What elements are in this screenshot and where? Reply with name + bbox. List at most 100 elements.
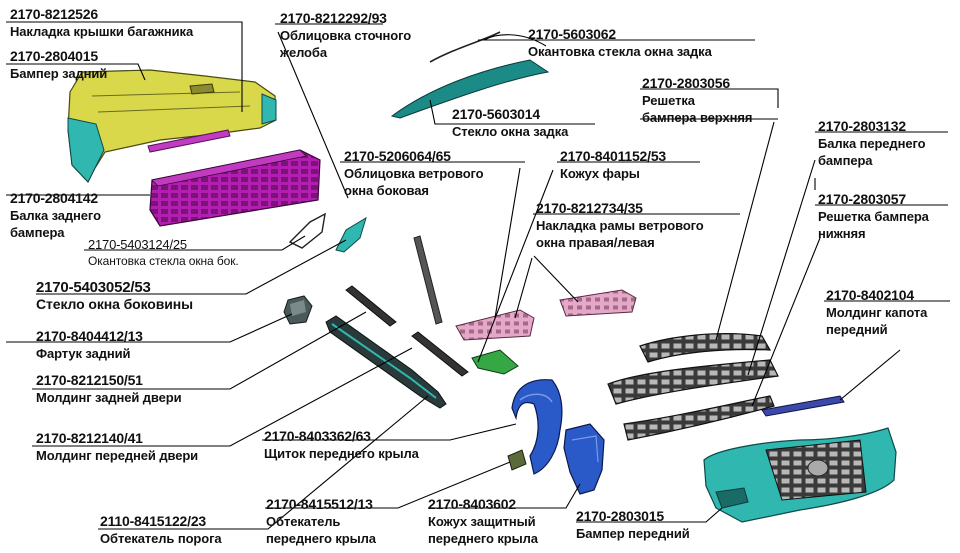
- label-rear-bumper: 2170-2804015 Бампер задний: [10, 48, 107, 82]
- label-front-bumper-beam: 2170-2803132 Балка переднего бампера: [818, 118, 926, 169]
- headlamp-cover-shape: [471, 349, 519, 375]
- part-number: 2170-8404412/13: [36, 328, 143, 344]
- label-front-door-molding: 2170-8212140/41 Молдинг передней двери: [36, 430, 198, 464]
- part-number: 2170-5403052/53: [36, 279, 151, 296]
- part-number: 2170-2803132: [818, 118, 906, 134]
- upper-bumper-grille-shape: [639, 333, 772, 363]
- label-front-bumper: 2170-2803015 Бампер передний: [576, 508, 690, 542]
- part-name-line-1: Балка переднего: [818, 136, 926, 151]
- rear-bumper-shape: [67, 69, 277, 184]
- part-name: Стекло окна боковины: [36, 296, 193, 312]
- rear-bumper-beam-shape: [149, 149, 321, 227]
- part-number: 2170-2804015: [10, 48, 98, 64]
- part-name-line-1: Балка заднего: [10, 208, 101, 223]
- leader-lines: [6, 21, 950, 530]
- part-name: Обтекатель порога: [100, 531, 222, 546]
- label-windshield-frame-trim: 2170-8212734/35 Накладка рамы ветрового …: [536, 200, 704, 251]
- label-lower-bumper-grille: 2170-2803057 Решетка бампера нижняя: [818, 191, 929, 242]
- label-rear-door-molding: 2170-8212150/51 Молдинг задней двери: [36, 372, 182, 406]
- part-number: 2170-5603014: [452, 106, 540, 122]
- part-name: Окантовка стекла окна бок.: [88, 254, 239, 268]
- label-front-fender-fairing: 2170-8415512/13 Обтекатель переднего кры…: [266, 496, 376, 547]
- part-name: Бампер задний: [10, 66, 108, 81]
- part-number: 2170-5603062: [528, 26, 616, 42]
- front-bumper-beam-shape: [607, 359, 779, 405]
- label-front-fender-shield: 2170-8403362/63 Щиток переднего крыла: [264, 428, 419, 462]
- part-name-line-1: Решетка бампера: [818, 209, 929, 224]
- label-drain-gutter-trim: 2170-8212292/93 Облицовка сточного желоб…: [280, 10, 411, 61]
- part-number: 2170-8401152/53: [560, 148, 666, 164]
- part-name: Молдинг передней двери: [36, 448, 199, 463]
- part-number: 2110-8415122/23: [100, 513, 206, 529]
- part-name-line-2: бампера: [818, 153, 873, 168]
- label-trunk-lid-trim: 2170-8212526 Накладка крышки багажника: [10, 6, 193, 40]
- part-number: 2170-8212526: [10, 6, 98, 22]
- front-fender-shield-shape: [511, 379, 563, 475]
- drain-gutter-trim-shape: [429, 31, 501, 63]
- part-name: Щиток переднего крыла: [264, 446, 419, 461]
- part-number: 2170-2803057: [818, 191, 906, 207]
- part-number: 2170-8212140/41: [36, 430, 143, 446]
- windshield-frame-trim-right-shape: [455, 309, 535, 341]
- part-number: 2170-8212150/51: [36, 372, 143, 388]
- label-headlamp-cover: 2170-8401152/53 Кожух фары: [560, 148, 666, 182]
- label-hood-molding: 2170-8402104 Молдинг капота передний: [826, 287, 927, 338]
- part-number: 2170-2804142: [10, 190, 98, 206]
- part-name-line-2: окна боковая: [344, 183, 429, 198]
- part-name-line-2: бампера верхняя: [642, 110, 753, 125]
- label-rear-mudflap: 2170-8404412/13 Фартук задний: [36, 328, 143, 362]
- label-sill-fairing: 2110-8415122/23 Обтекатель порога: [100, 513, 222, 547]
- part-number: 2170-8403602: [428, 496, 516, 512]
- windshield-frame-trim-left-shape: [559, 289, 637, 317]
- part-number: 2170-8402104: [826, 287, 914, 303]
- part-name-line-2: бампера: [10, 225, 65, 240]
- part-name-line-1: Кожух защитный: [428, 514, 536, 529]
- part-name-line-2: желоба: [280, 45, 327, 60]
- part-number: 2170-5403124/25: [88, 237, 187, 252]
- front-fender-guard-shape: [563, 423, 605, 495]
- part-number: 2170-8415512/13: [266, 496, 373, 512]
- part-name-line-1: Облицовка ветрового: [344, 166, 484, 181]
- part-name: Фартук задний: [36, 346, 131, 361]
- part-number: 2170-2803015: [576, 508, 664, 524]
- label-rear-window-glass: 2170-5603014 Стекло окна задка: [452, 106, 568, 140]
- part-name: Бампер передний: [576, 526, 690, 541]
- side-window-edging-shape: [288, 212, 326, 249]
- front-fender-fairing-shape: [507, 449, 527, 471]
- part-name-line-2: переднего крыла: [266, 531, 376, 546]
- part-name-line-1: Накладка рамы ветрового: [536, 218, 704, 233]
- part-name: Окантовка стекла окна задка: [528, 44, 712, 59]
- part-name-line-2: нижняя: [818, 226, 866, 241]
- rear-mudflap-shape: [283, 295, 313, 325]
- part-name-line-1: Молдинг капота: [826, 305, 928, 320]
- label-side-vent-window-trim: 2170-5206064/65 Облицовка ветрового окна…: [344, 148, 484, 199]
- label-upper-bumper-grille: 2170-2803056 Решетка бампера верхняя: [642, 75, 752, 126]
- label-front-fender-guard: 2170-8403602 Кожух защитный переднего кр…: [428, 496, 538, 547]
- side-vent-window-trim-shape: [413, 235, 443, 325]
- label-side-window-edging: 2170-5403124/25 Окантовка стекла окна бо…: [88, 236, 239, 270]
- part-name-line-2: передний: [826, 322, 888, 337]
- part-name: Кожух фары: [560, 166, 640, 181]
- part-name-line-1: Обтекатель: [266, 514, 341, 529]
- part-name-line-1: Облицовка сточного: [280, 28, 412, 43]
- rear-door-molding-shape: [345, 285, 397, 327]
- part-name: Молдинг задней двери: [36, 390, 182, 405]
- part-number: 2170-8212292/93: [280, 10, 387, 26]
- hood-molding-shape: [761, 395, 845, 417]
- part-number: 2170-2803056: [642, 75, 730, 91]
- part-name: Стекло окна задка: [452, 124, 569, 139]
- front-door-molding-shape: [411, 331, 469, 377]
- part-name-line-2: переднего крыла: [428, 531, 538, 546]
- part-number: 2170-5206064/65: [344, 148, 451, 164]
- lower-bumper-grille-shape: [623, 395, 775, 441]
- side-window-glass-shape: [335, 216, 367, 253]
- part-number: 2170-8403362/63: [264, 428, 371, 444]
- part-number: 2170-8212734/35: [536, 200, 643, 216]
- part-name-line-2: окна правая/левая: [536, 235, 655, 250]
- label-side-window-glass: 2170-5403052/53 Стекло окна боковины: [36, 279, 193, 313]
- label-rear-bumper-beam: 2170-2804142 Балка заднего бампера: [10, 190, 101, 241]
- part-name: Накладка крышки багажника: [10, 24, 194, 39]
- part-name-line-1: Решетка: [642, 93, 695, 108]
